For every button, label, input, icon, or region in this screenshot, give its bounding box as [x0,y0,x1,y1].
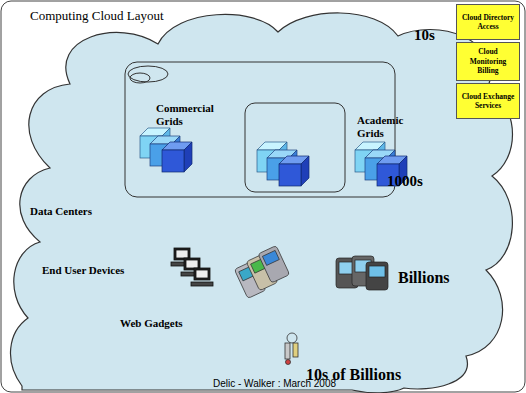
tier-label: Web Gadgets [120,317,183,330]
count-label: 10s of Billions [306,366,401,384]
service-text: Cloud Directory Access [459,13,517,32]
diagram-title: Computing Cloud Layout [30,9,164,24]
group-label: Commercial Grids [156,102,218,127]
tier-label: End User Devices [42,264,124,277]
service-text: Cloud Exchange Services [459,92,517,111]
count-label: 1000s [387,173,423,190]
tier-label: Data Centers [30,205,92,218]
service-box: Cloud Monitoring Billing [456,42,520,81]
count-label: 10s [414,27,435,44]
service-text: Cloud Monitoring Billing [459,47,517,75]
group-label: Academic Grids [357,114,417,139]
service-box: Cloud Exchange Services [456,83,520,119]
service-box: Cloud Directory Access [456,4,520,40]
count-label: Billions [398,269,450,287]
